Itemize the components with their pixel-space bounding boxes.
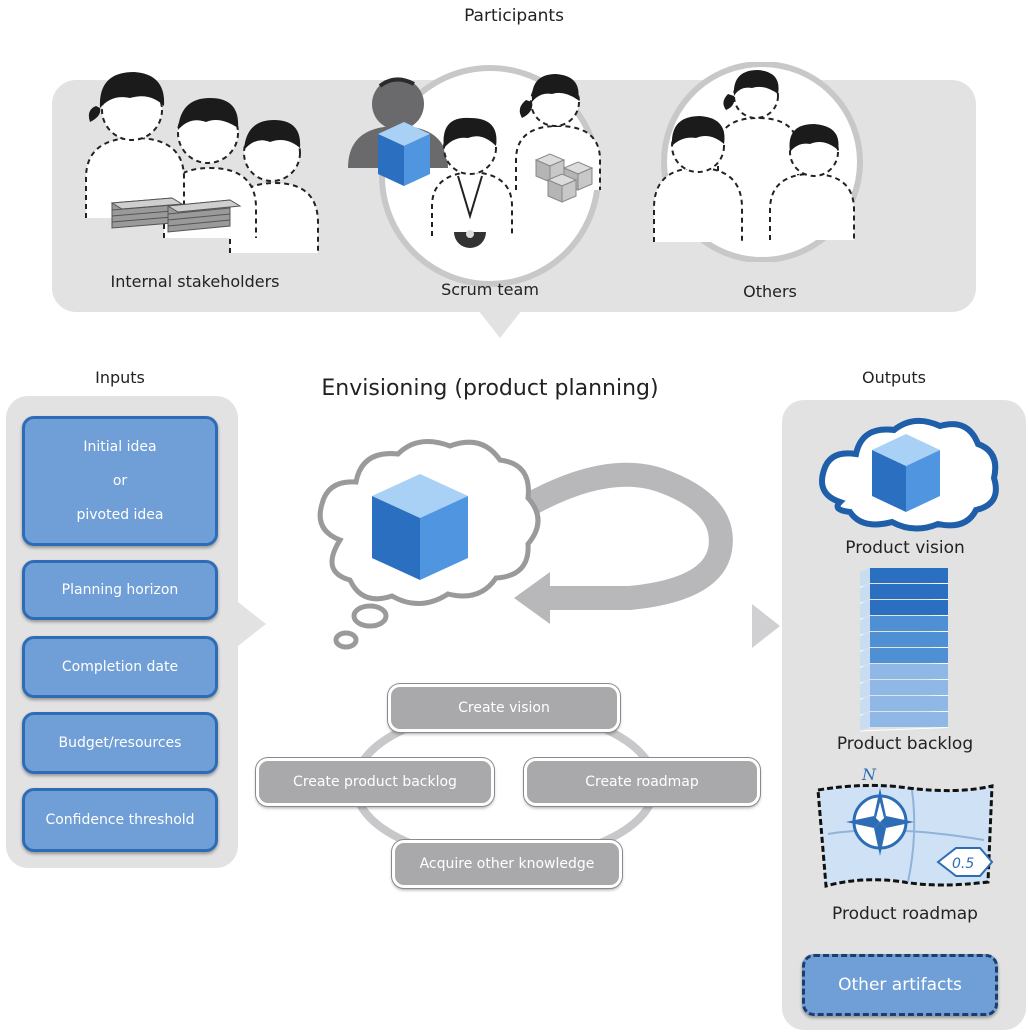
input-initial-idea-line1: Initial idea — [83, 439, 157, 455]
backlog-item-icon — [859, 632, 949, 652]
cube-icon — [372, 474, 468, 580]
hair-icon — [723, 70, 779, 110]
hair-icon — [244, 120, 301, 150]
activity-create-roadmap: Create roadmap — [524, 758, 760, 806]
version-number: 0.5 — [952, 856, 974, 872]
others-label: Others — [743, 282, 797, 301]
input-budget-resources: Budget/resources — [22, 712, 218, 774]
inputs-pointer — [238, 602, 266, 646]
input-initial-idea: Initial idea or pivoted idea — [22, 416, 218, 546]
product-roadmap-label: Product roadmap — [832, 904, 978, 924]
input-initial-idea-line2: or — [112, 473, 128, 489]
envisioning-illustration — [317, 439, 733, 650]
input-confidence-threshold: Confidence threshold — [22, 788, 218, 852]
internal-stakeholders-label: Internal stakeholders — [110, 272, 280, 291]
product-roadmap-illustration: N 0.5 — [816, 765, 994, 888]
compass-north-letter: N — [861, 765, 877, 784]
other-artifacts-box: Other artifacts — [802, 954, 998, 1016]
hair-icon — [88, 72, 165, 122]
outputs-title: Outputs — [862, 368, 926, 387]
outputs-pointer — [752, 604, 780, 648]
participants-pointer — [478, 310, 522, 338]
hair-icon — [519, 74, 579, 118]
activity-create-product-backlog: Create product backlog — [256, 758, 494, 806]
hair-icon — [443, 117, 497, 148]
inputs-title: Inputs — [95, 368, 145, 387]
product-vision-label: Product vision — [845, 538, 965, 558]
process-title: Envisioning (product planning) — [321, 376, 659, 401]
compass-icon — [846, 788, 914, 856]
version-badge: 0.5 — [936, 847, 994, 877]
input-planning-horizon: Planning horizon — [22, 560, 218, 620]
activity-create-vision: Create vision — [388, 684, 620, 732]
internal-stakeholders-illustration — [85, 72, 319, 253]
scrum-team-label: Scrum team — [441, 280, 539, 299]
cycle-arrow-icon — [503, 462, 733, 624]
badge-icon — [454, 230, 486, 248]
product-backlog-illustration — [859, 568, 949, 732]
cube-icon — [378, 122, 430, 186]
others-illustration — [653, 62, 863, 262]
money-icon — [110, 197, 242, 233]
scrum-team-illustration — [348, 65, 601, 287]
cubes-icon — [534, 153, 594, 203]
backlog-item-icon — [859, 712, 949, 732]
input-initial-idea-line3: pivoted idea — [76, 507, 164, 523]
activity-acquire-other-knowledge: Acquire other knowledge — [392, 840, 622, 888]
product-vision-illustration — [819, 417, 999, 532]
input-completion-date: Completion date — [22, 636, 218, 698]
hair-icon — [671, 116, 725, 146]
product-backlog-label: Product backlog — [836, 734, 974, 754]
hair-icon — [789, 124, 839, 152]
other-artifacts-label: Other artifacts — [838, 975, 962, 995]
hair-icon — [178, 98, 239, 130]
participants-title: Participants — [464, 6, 564, 26]
